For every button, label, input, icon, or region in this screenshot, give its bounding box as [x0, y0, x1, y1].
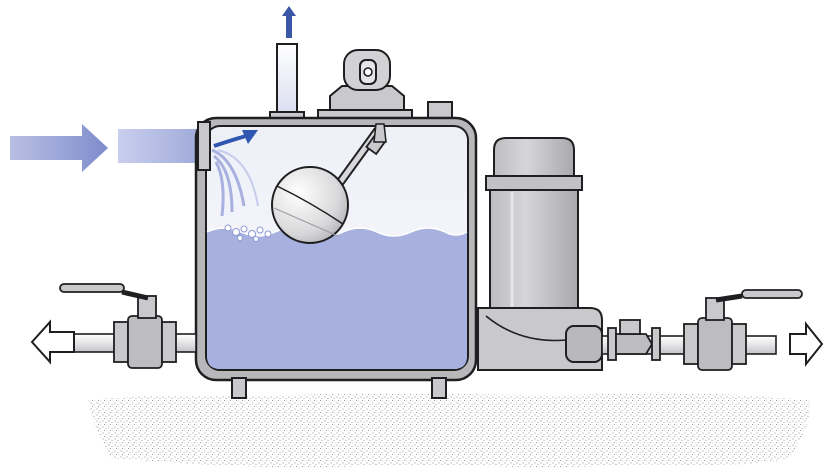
right-outlet-arrow: [790, 324, 822, 364]
inlet-flow-arrow: [10, 124, 108, 172]
ground: [88, 393, 810, 468]
pump-motor: [486, 138, 582, 310]
vent-pipe: [270, 44, 304, 122]
inlet-pipe: [118, 128, 200, 164]
pump-volute: [478, 308, 602, 370]
right-ball-valve: [684, 290, 802, 370]
left-ball-valve: [60, 284, 176, 368]
check-valve: [608, 320, 660, 360]
float-switch-housing: [318, 50, 452, 122]
vent-flow-arrow: [282, 6, 296, 38]
left-outlet-arrow: [32, 322, 74, 362]
float-ball: [272, 167, 348, 243]
